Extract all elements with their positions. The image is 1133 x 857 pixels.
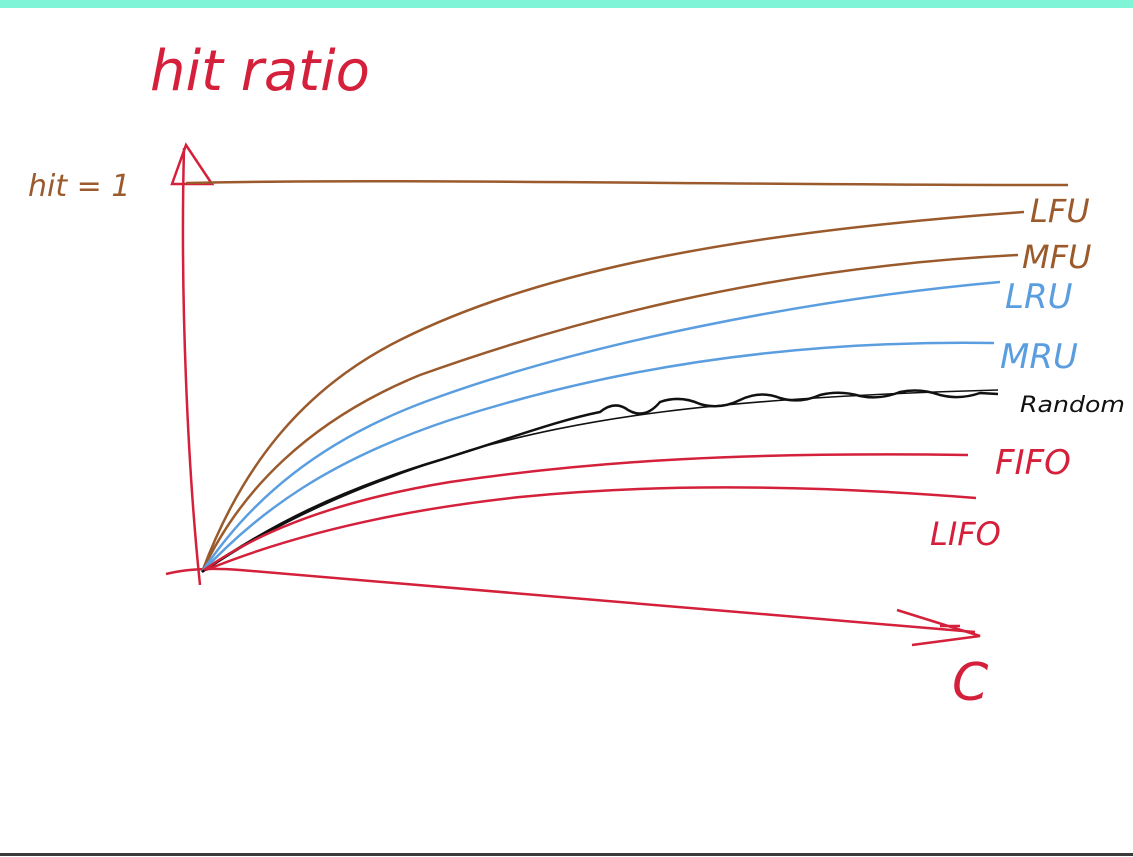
curve-lifo — [205, 486, 977, 572]
label-lfu: LFU — [1030, 192, 1090, 230]
diagram-title: hit ratio — [150, 39, 370, 104]
label-fifo: FIFO — [995, 443, 1071, 483]
hit-one-line — [185, 179, 1069, 187]
hit-ratio-sketch: hit ratio hit = 1 C LFU MFU LRU MRU Rand… — [28, 39, 1125, 713]
y-axis-arrowhead — [170, 142, 215, 186]
y-axis — [181, 147, 202, 586]
bottom-edge-bar — [0, 853, 1133, 856]
label-mfu: MFU — [1022, 238, 1091, 276]
top-accent-bar — [0, 0, 1133, 8]
x-axis-arrowhead — [896, 608, 981, 647]
whiteboard-canvas: hit ratio hit = 1 C LFU MFU LRU MRU Rand… — [0, 8, 1133, 853]
curve-lru — [200, 280, 1001, 573]
label-mru: MRU — [1000, 337, 1078, 377]
curve-random — [201, 389, 999, 574]
label-lru: LRU — [1005, 277, 1073, 317]
x-axis — [165, 567, 976, 634]
hit-one-label: hit = 1 — [28, 169, 130, 204]
label-lifo: LIFO — [930, 515, 1001, 553]
curve-lfu — [200, 210, 1025, 573]
x-axis-label: C — [952, 653, 989, 713]
curve-mfu — [200, 253, 1019, 573]
curve-random-second-stroke — [205, 389, 999, 571]
curve-mru — [201, 341, 995, 573]
label-random: Random — [1020, 393, 1125, 418]
curve-fifo — [203, 453, 969, 572]
